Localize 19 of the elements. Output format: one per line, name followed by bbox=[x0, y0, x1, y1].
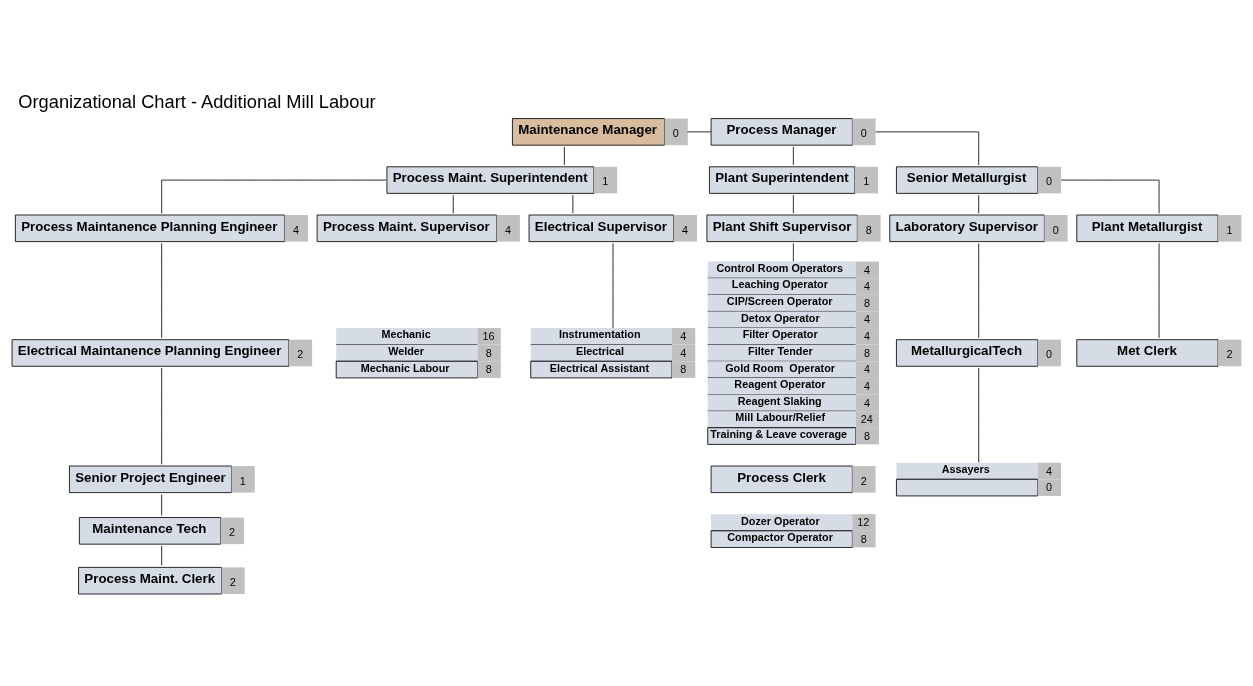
connector bbox=[978, 242, 980, 339]
connector bbox=[792, 242, 794, 262]
connector bbox=[572, 194, 574, 214]
connector bbox=[1158, 242, 1160, 339]
connector bbox=[875, 131, 980, 166]
connector bbox=[792, 194, 794, 214]
connector bbox=[161, 494, 163, 516]
connector bbox=[563, 146, 565, 166]
connector bbox=[452, 194, 454, 214]
connector bbox=[978, 194, 980, 214]
connector bbox=[161, 242, 163, 339]
connector bbox=[161, 545, 163, 566]
connector bbox=[792, 146, 794, 166]
diagram-title: Organizational Chart - Additional Mill Labour bbox=[18, 91, 376, 113]
connector bbox=[687, 131, 712, 133]
connector bbox=[978, 367, 980, 463]
connector bbox=[161, 367, 163, 465]
connector bbox=[612, 242, 614, 329]
connector bbox=[161, 179, 387, 214]
